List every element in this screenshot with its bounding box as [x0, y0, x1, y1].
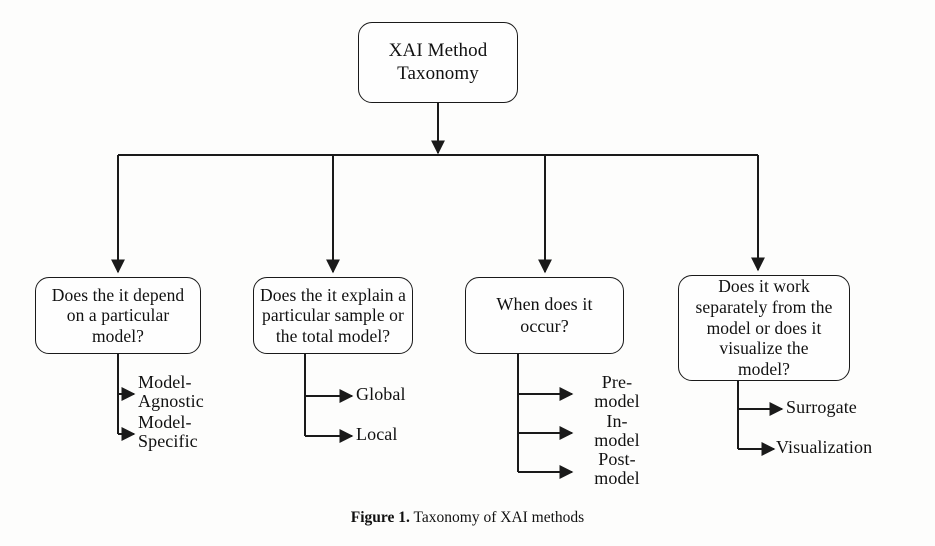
leaf-local[interactable]: Local: [356, 424, 398, 444]
decision-node-1-label: Does the it depend on a particular model…: [51, 284, 185, 346]
leaf-post-model[interactable]: Post- model: [594, 449, 640, 489]
figure-caption: Figure 1. Taxonomy of XAI methods: [0, 509, 935, 527]
decision-node-model-dependency[interactable]: Does the it depend on a particular model…: [35, 277, 201, 354]
leaf-model-specific[interactable]: Model- Specific: [138, 412, 198, 452]
leaf-global[interactable]: Global: [356, 384, 406, 404]
root-node[interactable]: XAI Method Taxonomy: [358, 22, 518, 103]
leaf-in-model[interactable]: In- model: [594, 411, 640, 451]
decision-node-usage[interactable]: Does it work separately from the model o…: [678, 275, 850, 381]
leaf-pre-model[interactable]: Pre- model: [594, 372, 640, 412]
leaf-surrogate[interactable]: Surrogate: [786, 397, 857, 417]
root-node-label: XAI Method Taxonomy: [388, 40, 488, 84]
figure-caption-text: Taxonomy of XAI methods: [413, 509, 585, 526]
decision-node-3-label: When does it occur?: [496, 294, 593, 336]
decision-node-2-label: Does the it explain a particular sample …: [260, 284, 406, 346]
leaf-model-agnostic[interactable]: Model- Agnostic: [138, 372, 204, 412]
decision-node-stage[interactable]: When does it occur?: [465, 277, 624, 354]
leaf-visualization[interactable]: Visualization: [776, 437, 873, 457]
decision-node-4-label: Does it work separately from the model o…: [695, 276, 833, 379]
figure-caption-label: Figure 1.: [350, 509, 410, 526]
decision-node-scope[interactable]: Does the it explain a particular sample …: [253, 277, 413, 354]
